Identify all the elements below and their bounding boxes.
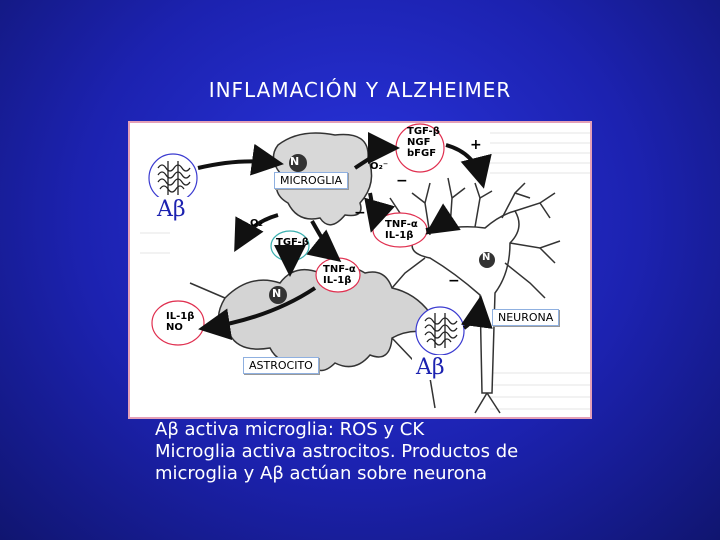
amyloid-beta-label-bottom: Aβ bbox=[412, 355, 449, 380]
amyloid-plaque-bottom bbox=[415, 306, 465, 356]
amyloid-beta-label-left: Aβ bbox=[153, 197, 190, 222]
o2-left-text: O₂⁻ bbox=[250, 218, 269, 229]
o2-top-text: O₂⁻ bbox=[370, 161, 389, 172]
caption-line-1: Aβ activa microglia: ROS y CK bbox=[155, 419, 425, 440]
tnf-astro-2: IL-1β bbox=[323, 275, 352, 286]
minus-sign-2: − bbox=[354, 205, 366, 221]
minus-sign-3: − bbox=[448, 273, 460, 289]
tnf-neuron-text: TNF-α IL-1β bbox=[385, 219, 418, 241]
astrocyte-nucleus-label: N bbox=[272, 287, 282, 300]
diagram-svg bbox=[140, 123, 590, 414]
plus-sign: + bbox=[470, 137, 482, 153]
astrocyte-nucleus bbox=[269, 286, 287, 304]
trophic-factor-3: bFGF bbox=[407, 148, 437, 159]
minus-sign-1: − bbox=[396, 173, 408, 189]
tnf-neuron-1: TNF-α bbox=[385, 219, 418, 230]
arrows bbox=[197, 132, 493, 341]
trophic-factor-1: TGF-β bbox=[407, 126, 440, 137]
amyloid-plaque-left bbox=[148, 153, 198, 203]
microglia-label: MICROGLIA bbox=[274, 172, 349, 189]
il-no-1: IL-1β bbox=[166, 311, 195, 322]
tnf-neuron-2: IL-1β bbox=[385, 230, 414, 241]
tnf-astro-text: TNF-α IL-1β bbox=[323, 264, 356, 286]
neuron-nucleus bbox=[479, 252, 495, 268]
neurona-label: NEURONA bbox=[492, 309, 560, 326]
tnf-astro-1: TNF-α bbox=[323, 264, 356, 275]
il-no-2: NO bbox=[166, 322, 183, 333]
neuron-nucleus-label: N bbox=[482, 252, 491, 263]
astrocito-label: ASTROCITO bbox=[243, 357, 319, 374]
caption: Aβ activa microglia: ROS y CK Microglia … bbox=[155, 419, 675, 485]
diagram-figure: N N N TGF-β NGF bFGF TNF-α IL-1β TGF-β T… bbox=[128, 121, 592, 419]
caption-line-2: Microglia activa astrocitos. Productos d… bbox=[155, 441, 519, 462]
trophic-factors-text: TGF-β NGF bFGF bbox=[407, 126, 440, 159]
microglia-nucleus-label: N bbox=[290, 155, 300, 168]
tgf-mid-text: TGF-β bbox=[276, 237, 309, 248]
trophic-factor-2: NGF bbox=[407, 137, 431, 148]
caption-line-3: microglia y Aβ actúan sobre neurona bbox=[155, 463, 488, 484]
microglia-nucleus bbox=[289, 154, 307, 172]
il-no-text: IL-1β NO bbox=[166, 311, 194, 333]
slide-title: INFLAMACIÓN Y ALZHEIMER bbox=[208, 78, 512, 102]
